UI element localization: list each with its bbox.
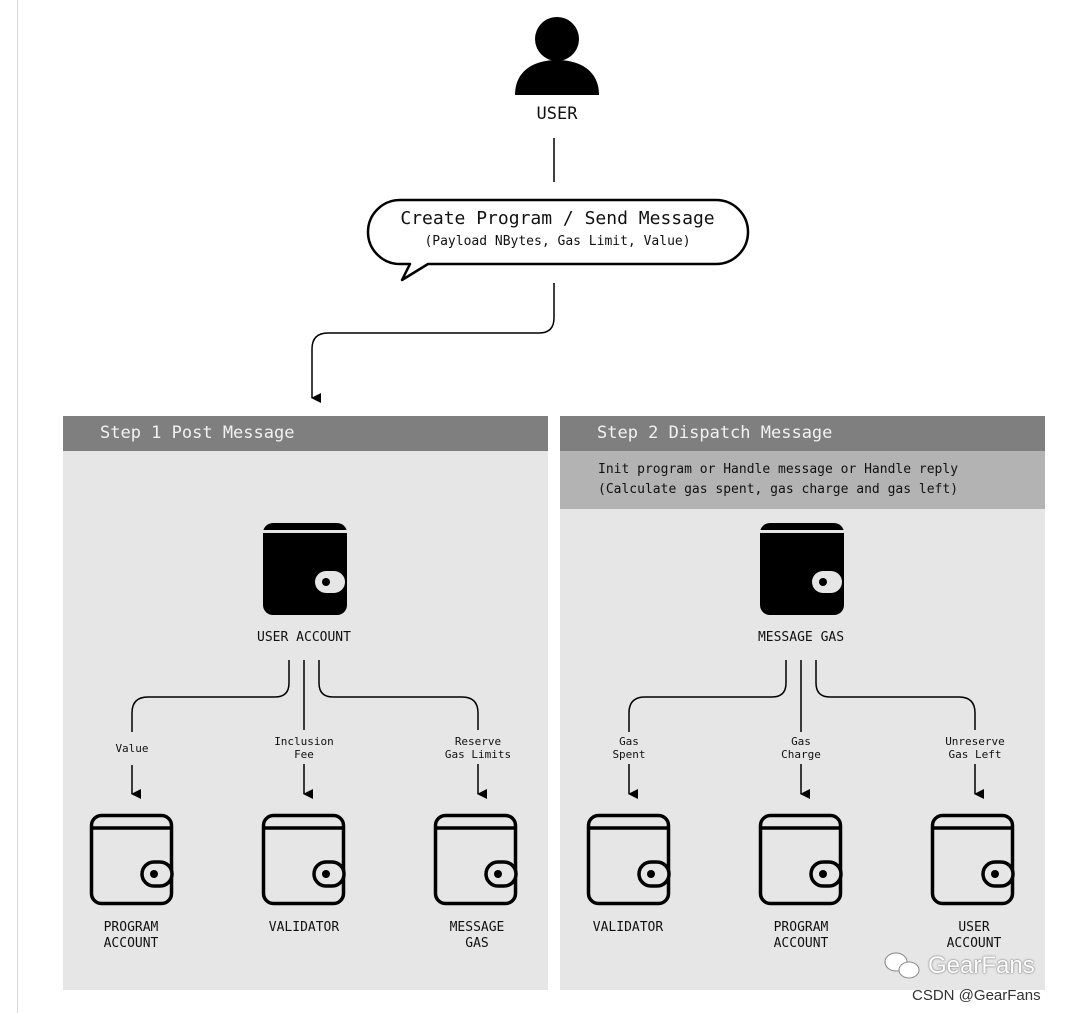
step1-target-label: VALIDATOR: [268, 920, 340, 935]
wallet-outline-icon: [261, 813, 346, 906]
watermark-brand: GearFans: [928, 952, 1035, 979]
bubble-title: Create Program / Send Message: [400, 208, 715, 229]
step1-edge-label: Reserve Gas Limits: [444, 735, 512, 762]
step1-edge-label: Value: [82, 742, 182, 756]
wallet-outline-icon: [758, 813, 843, 906]
step1-source-label: USER ACCOUNT: [257, 630, 351, 645]
wallet-filled-icon: [260, 523, 348, 615]
step2-edge-label: Gas Charge: [781, 735, 821, 762]
step2-edge-label: Unreserve Gas Left: [945, 735, 1005, 762]
speech-bubble: [366, 198, 750, 282]
step2-subheader: Init program or Handle message or Handle…: [560, 451, 1045, 509]
wallet-outline-icon: [586, 813, 671, 906]
branch-connector: [628, 660, 787, 732]
watermark-credit: CSDN @GearFans: [912, 987, 1041, 1004]
user-icon: [515, 17, 599, 95]
bubble-to-step1-connector: [311, 283, 555, 403]
step2-source-label: MESSAGE GAS: [757, 630, 845, 645]
step2-header: Step 2 Dispatch Message: [560, 416, 1045, 451]
branch-connector: [131, 660, 290, 732]
step2-target-label: PROGRAM ACCOUNT: [773, 920, 829, 951]
step2-target-label: USER ACCOUNT: [946, 920, 1002, 951]
user-label: USER: [536, 104, 578, 124]
step2-panel: Step 2 Dispatch Message Init program or …: [560, 416, 1045, 990]
left-border: [0, 0, 18, 1013]
step2-edge-label: Gas Spent: [612, 735, 646, 762]
wallet-filled-icon: [757, 523, 845, 615]
step1-panel: Step 1 Post Message: [63, 416, 548, 990]
wallet-outline-icon: [930, 813, 1015, 906]
bubble-subtitle: (Payload NBytes, Gas Limit, Value): [424, 234, 691, 249]
step1-edge-label: Inclusion Fee: [274, 735, 334, 762]
step1-target-label: PROGRAM ACCOUNT: [103, 920, 159, 951]
step2-target-label: VALIDATOR: [592, 920, 664, 935]
wallet-outline-icon: [89, 813, 174, 906]
branch-connector: [815, 660, 976, 730]
wallet-outline-icon: [433, 813, 518, 906]
step1-header: Step 1 Post Message: [63, 416, 548, 451]
wechat-icon: [884, 952, 920, 979]
branch-connector: [318, 660, 479, 730]
step1-target-label: MESSAGE GAS: [449, 920, 505, 951]
